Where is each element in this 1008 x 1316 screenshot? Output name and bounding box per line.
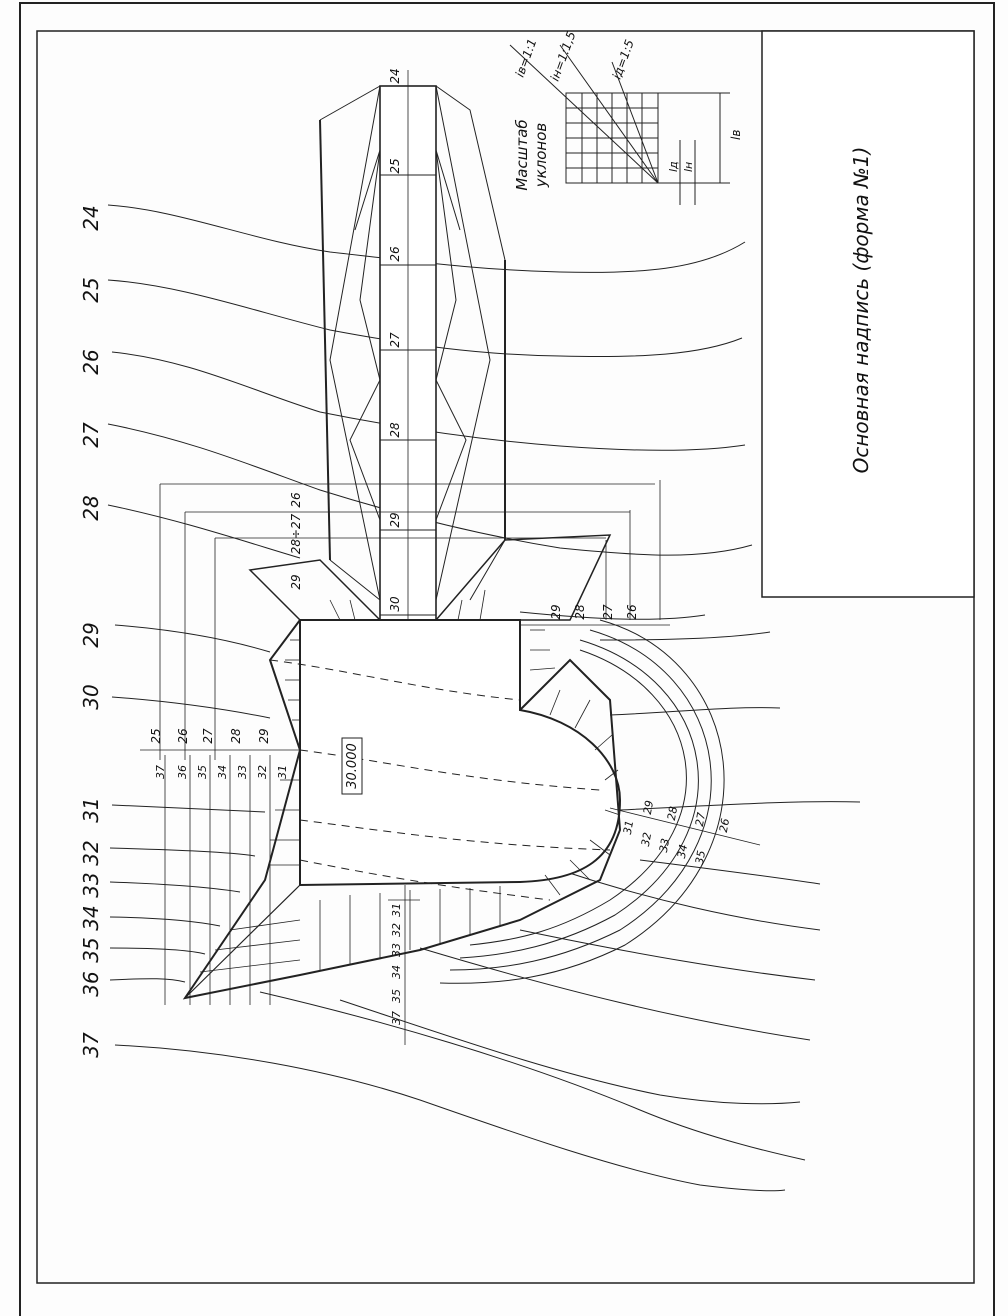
left-profile-labels: 25 26 27 28 29 37 36 35 34 33 32 31	[149, 728, 289, 779]
station-label: 24	[388, 68, 402, 83]
profile-label: 26	[717, 817, 732, 833]
contour-label: 28	[79, 495, 103, 520]
road-slopes	[319, 85, 506, 601]
station-label: 28	[388, 422, 402, 438]
contour-label: 27	[79, 422, 103, 448]
slope-interval-d: lд	[667, 161, 680, 172]
profile-label: 31	[621, 819, 636, 835]
profile-label: 27	[601, 604, 615, 620]
contour-label: 36	[79, 971, 103, 996]
right-profile-labels: 29 28 27 26	[549, 604, 639, 620]
station-label: 26	[388, 246, 402, 262]
contour-label: 34	[79, 905, 103, 930]
slope-scale	[509, 44, 730, 205]
profile-label: 29	[641, 799, 656, 815]
station-label: 25	[388, 158, 402, 173]
profile-label: 35	[693, 849, 708, 865]
contour-label: 25	[79, 277, 103, 302]
slope-interval-v: lв	[729, 130, 743, 140]
profile-label: 26	[289, 492, 303, 508]
profile-label: 37	[154, 765, 167, 779]
slope-ratio-v: iв=1:1	[513, 37, 540, 79]
contour-label: 30	[79, 684, 103, 709]
profile-label: 34	[675, 843, 690, 859]
profile-label: 29	[289, 574, 303, 589]
slope-ratio-d: iд=1:5	[610, 38, 637, 81]
profile-label: 34	[390, 965, 403, 979]
profile-label: 33	[236, 765, 249, 779]
arc-profile-labels: 31 32 33 34 35 29 28 27 26	[621, 799, 732, 865]
bottom-profile-labels: 37 35 34 33 32 31	[390, 903, 403, 1025]
profile-label: 28	[229, 728, 243, 744]
title-block	[761, 30, 975, 598]
contour-label: 26	[79, 349, 103, 374]
profile-label: 26	[176, 728, 190, 744]
slope-scale-title-1: Масштаб	[513, 119, 531, 190]
profile-label: 28	[573, 604, 587, 620]
profile-label: 29	[549, 604, 563, 619]
platform-dashed-contours	[269, 659, 611, 901]
contour-label: 31	[79, 797, 103, 822]
contour-label: 24	[79, 205, 103, 230]
slope-interval-n: lн	[682, 162, 695, 172]
contour-label: 35	[79, 937, 103, 962]
profile-label: 35	[196, 765, 209, 779]
profile-label: 26	[625, 604, 639, 620]
profile-label: 28	[665, 805, 680, 821]
profile-label: 35	[390, 989, 403, 1003]
drawing-frame	[36, 30, 975, 1284]
profile-label: 31	[390, 903, 403, 917]
profile-label: 37	[390, 1011, 403, 1025]
profile-label: 34	[216, 765, 229, 779]
profile-label: 28÷27	[289, 513, 303, 554]
profile-label: 25	[149, 728, 163, 743]
contour-label: 37	[79, 1032, 103, 1058]
station-label: 27	[388, 332, 402, 348]
contour-label: 33	[79, 872, 103, 897]
left-contour-labels: 24 25 26 27 28 29 30 31 32 33 34 35 36 3…	[79, 205, 103, 1057]
profile-label: 32	[390, 923, 403, 937]
contour-label: 29	[79, 622, 103, 647]
slope-scale-title-2: уклонов	[532, 123, 550, 189]
road-station-labels: 24 25 26 27 28 29 30	[388, 68, 402, 611]
title-block-text: Основная надпись (форма №1)	[849, 147, 873, 474]
profile-label: 32	[256, 765, 269, 779]
profile-label: 27	[201, 728, 215, 744]
station-label: 29	[388, 512, 402, 527]
profile-label: 29	[257, 728, 271, 743]
station-label: 30	[388, 596, 402, 612]
profile-label: 27	[693, 811, 708, 827]
platform-elevation: 30.000	[345, 743, 360, 789]
profile-label: 36	[176, 765, 189, 779]
profile-label: 33	[657, 837, 672, 853]
contour-label: 32	[79, 840, 103, 865]
platform-elevation-box	[341, 737, 363, 795]
profile-label: 31	[276, 765, 289, 779]
profile-arcs	[439, 619, 725, 984]
slope-ratio-n: iн=1:1,5	[548, 29, 579, 83]
profile-label: 33	[390, 943, 403, 957]
profile-grids	[140, 480, 761, 1045]
profile-label: 32	[639, 831, 654, 847]
top-profile-labels: 26 28÷27 29	[289, 492, 303, 590]
